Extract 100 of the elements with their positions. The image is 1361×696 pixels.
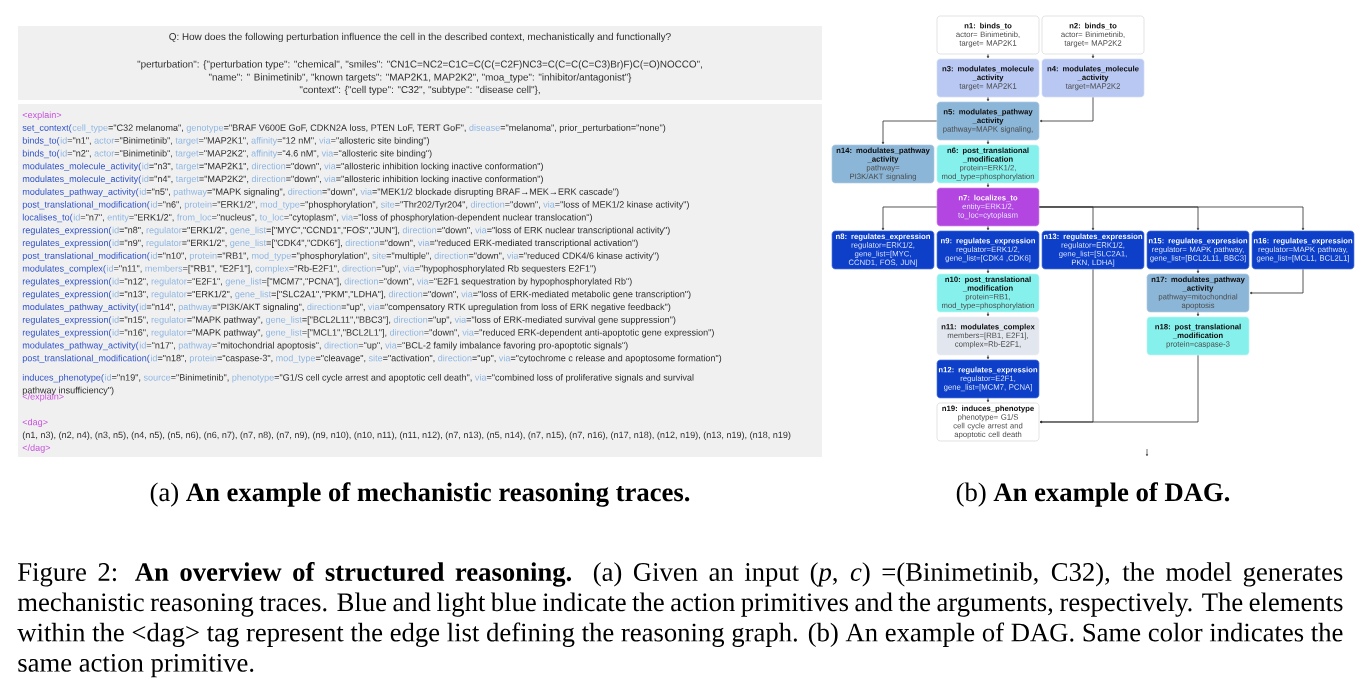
node-label: ="G1/S cell cycle arrest and apoptotic cell death", — [274, 374, 472, 383]
node-label: via — [319, 137, 331, 144]
node-label: ="MAPK signaling", — [207, 188, 285, 197]
node-label: via — [403, 265, 415, 272]
node-label: regulator — [151, 316, 187, 325]
code-line: </dag> — [22, 444, 51, 453]
node-label: modulates_molecule_activity( — [22, 162, 142, 172]
node-label: direction — [402, 226, 437, 234]
node-label: ="loss of MEK1/2 kinase activity") — [555, 201, 689, 210]
node-label: modulates_complex( — [22, 265, 106, 274]
node-label: entity — [107, 213, 129, 223]
code-line: regulates_expression(id="n15", regulator="MAPK pathway", gene_list=["BCL2L11","BBC3"], direction="up", via="loss of ERK-mediated survival gene suppression") — [22, 316, 676, 325]
node-label: direction — [342, 265, 376, 272]
node-label: direction — [288, 188, 322, 195]
node-label: id — [112, 316, 119, 323]
node-label: target — [175, 137, 199, 146]
node-label: ="BRAF V600E GoF, CDKN2A loss, PTEN LoF, TERT GoF", — [224, 124, 466, 132]
node-label: protein — [189, 252, 217, 261]
node-label: ="E2F1 sequestration by hypophosphorylated Rb") — [428, 277, 632, 287]
node-label: ="Binimetinib", — [171, 374, 229, 382]
node-label: ="cytoplasm", — [284, 213, 339, 223]
node-label: id — [112, 226, 119, 234]
node-label: induces_phenotype( — [22, 374, 104, 383]
node-label: ="n12", — [119, 278, 148, 286]
code-line: regulates_expression(id="n9", regulator="ERK1/2", gene_list=["CDK4","CDK6"], direction="down", via="reduced ERK-mediated transcriptional activation") — [22, 239, 638, 248]
node-label: actor — [94, 150, 115, 157]
node-label: id — [150, 201, 157, 208]
node-label: direction — [251, 175, 286, 183]
node-label: modulates_pathway_activity( — [22, 303, 139, 312]
node-label: ="MAPK pathway", — [187, 329, 263, 338]
node-label: via — [416, 277, 429, 285]
arrow — [986, 182, 990, 188]
node-label: ="n18", — [157, 354, 187, 363]
node-label: ="MAP2K1", — [199, 162, 249, 171]
node-label: regulates_expression( — [22, 239, 112, 248]
node-label: ="down", — [286, 162, 321, 171]
node-label: id — [60, 149, 67, 157]
node-label: complex — [255, 265, 289, 274]
node-label: ="down", — [437, 226, 472, 235]
node-label: id — [150, 354, 157, 362]
node-label: post_translational_modification( — [22, 201, 150, 210]
node-label: ="nucleus", — [212, 213, 257, 222]
node-label: id — [112, 329, 119, 336]
node-label: modulates_pathway_activity( — [22, 341, 139, 351]
node-label: ="down", — [423, 290, 458, 299]
figure-caption: Figure 2: An overview of structured reasoning. (a) Given an input (p, c) =(Binimetinib, C32), the model generates mechanistic reasoning traces. Blue and light blue indicate the action primitives and the arguments, respectively. The elements within the <dag> tag represent the edge list defining the reasoning graph. (b) An example of DAG. Same color indicates the same action primitive. — [17, 562, 1343, 678]
code-line: (n1, n3), (n2, n4), (n3, n5), (n4, n5), (n5, n6), (n6, n7), (n7, n8), (n7, n9), (n9, n10), (n10, n11), (n11, n12), (n7, n13), (n5, n14), (n7, n15), (n7, n16), (n17, n18), (n12, n19), (n13, n19), (n18, n19) — [22, 431, 791, 440]
node-label: regulator — [146, 239, 182, 248]
node-label: ="Binimetinib", — [114, 137, 173, 145]
node-label: ="n15", — [119, 316, 148, 324]
node-label: protein — [184, 201, 212, 210]
node-label: ="n2", — [67, 150, 91, 158]
node-label: via — [321, 149, 334, 157]
code-line: <dag> — [22, 418, 48, 428]
node-label: via — [498, 354, 511, 362]
prompt-text: "context": {"cell type": "C32", "subtype": "disease cell"}, — [299, 85, 540, 96]
node-label: ="ERK1/2", — [182, 239, 227, 248]
code-line: modulates_pathway_activity(id="n5", pathway="MAPK signaling", direction="down", via="MEK1/2 blockade disrupting BRAF→MEK→ERK cascade") — [22, 188, 619, 197]
node-label: id — [112, 290, 119, 298]
node-label: actor — [94, 137, 115, 144]
node-label: target — [175, 163, 199, 172]
node-label: ="loss of ERK nuclear transcriptional activity") — [487, 226, 670, 236]
node-label: localises_to( — [22, 213, 73, 223]
node-label: ="phosphorylation", — [300, 201, 378, 210]
node-label: ="4.6 nM", — [277, 150, 319, 158]
node-label: ="ERK1/2", — [182, 226, 227, 235]
node-label: ="down", — [468, 252, 504, 260]
node-label: ="phosphorylation", — [291, 252, 369, 261]
node-label: gene_list — [235, 290, 272, 300]
arrow — [986, 225, 990, 231]
node-label: gene_list — [265, 329, 302, 338]
arrow — [1196, 268, 1200, 274]
node-label: direction — [344, 277, 378, 285]
node-label: via — [474, 374, 487, 381]
node-label: site — [368, 354, 383, 362]
arrow — [986, 139, 990, 145]
arrow — [986, 311, 990, 317]
node-label: ="melanoma", prior_perturbation="none") — [500, 124, 666, 133]
node-label: =["MYC","CCND1","FOS","JUN"], — [266, 226, 400, 236]
node-label: set_context( — [22, 124, 72, 133]
node-label: via — [368, 303, 380, 311]
node-label: direction — [307, 303, 341, 311]
code-line: set_context(cell_type="C32 melanoma", genotype="BRAF V600E GoF, CDKN2A loss, PTEN LoF, TERT GoF", disease="melanoma", prior_perturbation="none") — [22, 124, 666, 133]
node-label: ="ERK1/2", — [187, 290, 232, 299]
node-label: regulates_expression( — [22, 226, 112, 236]
node-label: direction — [438, 354, 472, 362]
node-label: ="PI3K/AKT signaling", — [212, 303, 304, 312]
node-label: ="allosteric site binding") — [333, 149, 432, 159]
node-label: post_translational_modification( — [22, 252, 150, 261]
node-label: site — [380, 201, 395, 208]
node-label: =["RB1", "E2F1"], — [183, 265, 252, 274]
node-label: ="allosteric inhibition locking inactive conformation") — [336, 175, 543, 184]
node-label: id — [150, 252, 157, 259]
node-label: regulates_expression( — [22, 290, 112, 300]
node-label: to_loc — [259, 213, 284, 223]
node-label: ="up", — [358, 342, 382, 351]
node-label: binds_to( — [22, 137, 60, 146]
code-line: post_translational_modification(id="n10", protein="RB1", mod_type="phosphorylation", site="multiple", direction="down", via="reduced CDK4/6 kinase activity") — [22, 252, 659, 261]
node-label: phenotype — [232, 374, 274, 383]
node-label: affinity — [251, 137, 278, 146]
